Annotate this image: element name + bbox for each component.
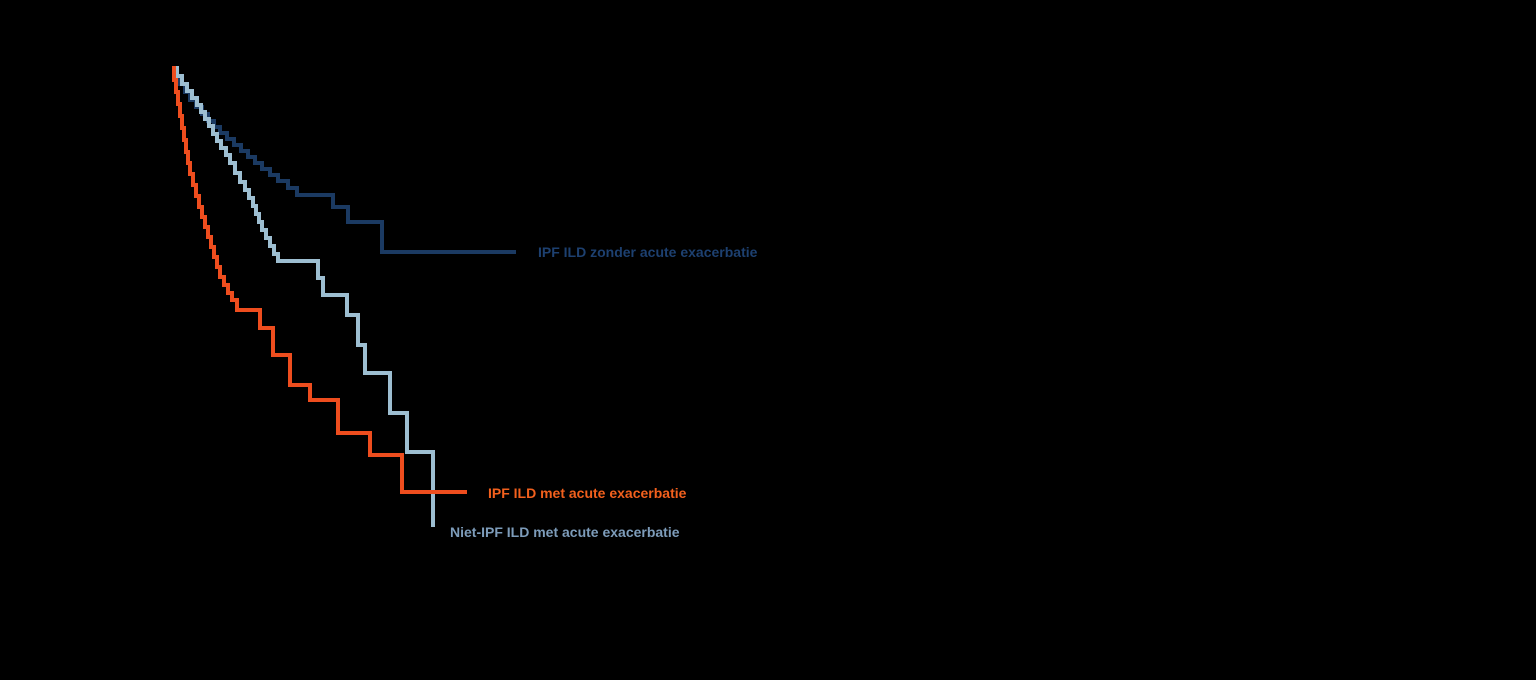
- series-label-ipf-ild-met-acute-exacerbatie: IPF ILD met acute exacerbatie: [488, 485, 687, 501]
- km-curve-niet-ipf-ild-met-acute-exacerbatie: [172, 66, 435, 527]
- km-curve-ipf-ild-met-acute-exacerbatie: [172, 66, 467, 494]
- series-label-ipf-ild-zonder-acute-exacerbatie: IPF ILD zonder acute exacerbatie: [538, 244, 758, 260]
- km-curve-ipf-ild-zonder-acute-exacerbatie: [172, 66, 516, 254]
- series-label-niet-ipf-ild-met-acute-exacerbatie: Niet-IPF ILD met acute exacerbatie: [450, 524, 680, 540]
